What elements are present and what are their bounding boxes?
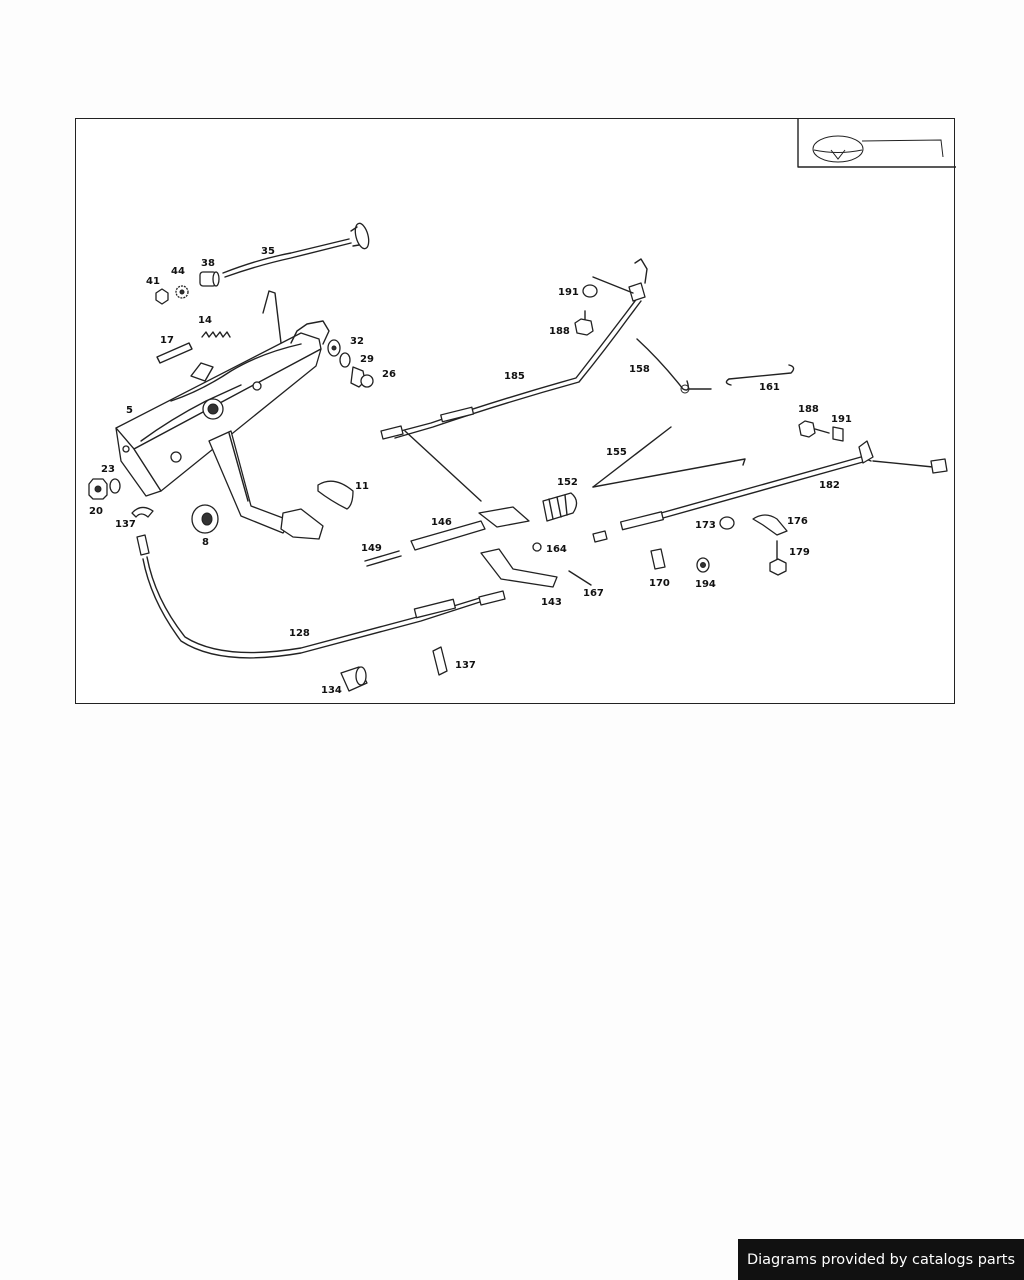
- rubber-boot-part: [542, 492, 578, 522]
- callout-146: 146: [431, 517, 452, 528]
- callout-26: 26: [382, 369, 396, 380]
- cable-182: [592, 440, 948, 543]
- callout-11: 11: [355, 481, 369, 492]
- callout-188-top: 188: [549, 326, 570, 337]
- callout-41: 41: [146, 276, 160, 287]
- callout-20: 20: [89, 506, 103, 517]
- callout-152: 152: [557, 477, 578, 488]
- small-parts-right: [650, 514, 788, 576]
- callout-188-right: 188: [798, 404, 819, 415]
- callout-134: 134: [321, 685, 342, 696]
- callout-29: 29: [360, 354, 374, 365]
- callout-167: 167: [583, 588, 604, 599]
- callout-38: 38: [201, 258, 215, 269]
- steering-wheel-icon: [797, 119, 956, 168]
- callout-32: 32: [350, 336, 364, 347]
- callout-35: 35: [261, 246, 275, 257]
- callout-143: 143: [541, 597, 562, 608]
- callout-173: 173: [695, 520, 716, 531]
- bolt-nut-upper-cable: [574, 284, 598, 336]
- callout-191-top: 191: [558, 287, 579, 298]
- diagram-credit-banner: Diagrams provided by catalogs parts: [738, 1239, 1024, 1280]
- callout-17: 17: [160, 335, 174, 346]
- callout-137-left: 137: [115, 519, 136, 530]
- callout-158: 158: [629, 364, 650, 375]
- callout-155: 155: [606, 447, 627, 458]
- callout-176: 176: [787, 516, 808, 527]
- callout-164: 164: [546, 544, 567, 555]
- callout-137-bottom: 137: [455, 660, 476, 671]
- callout-5: 5: [126, 405, 133, 416]
- callout-185: 185: [504, 371, 525, 382]
- callout-128: 128: [289, 628, 310, 639]
- callout-179: 179: [789, 547, 810, 558]
- spring-and-pin: [156, 331, 231, 364]
- callout-23: 23: [101, 464, 115, 475]
- callout-149: 149: [361, 543, 382, 554]
- lever-mechanism: [364, 430, 592, 588]
- washer-bolt-group: [327, 339, 374, 388]
- callout-161: 161: [759, 382, 780, 393]
- callout-44: 44: [171, 266, 185, 277]
- parts-diagram-frame: 35 38 44 41 14 17 32 29 26 5 23 20 137 8…: [75, 118, 956, 704]
- fastener-group-upper-left: [155, 271, 220, 305]
- bushing-and-pad: [191, 480, 354, 534]
- bolt-nut-right: [798, 420, 844, 442]
- return-springs: [636, 338, 795, 394]
- clip-and-plug-bottom: [340, 646, 448, 692]
- callout-170: 170: [649, 578, 670, 589]
- credit-text: Diagrams provided by catalogs parts: [746, 1251, 1016, 1268]
- cable-128: [136, 534, 506, 659]
- nut-washer-left: [88, 478, 154, 518]
- cable-185: [380, 258, 648, 440]
- cable-155: [592, 426, 746, 488]
- pedal-bracket-assembly: [115, 290, 330, 540]
- callout-182: 182: [819, 480, 840, 491]
- callout-191-right: 191: [831, 414, 852, 425]
- callout-14: 14: [198, 315, 212, 326]
- release-handle-part: [222, 222, 370, 278]
- callout-8: 8: [202, 537, 209, 548]
- callout-194: 194: [695, 579, 716, 590]
- parking-brake-exploded-diagram: 35 38 44 41 14 17 32 29 26 5 23 20 137 8…: [88, 119, 956, 696]
